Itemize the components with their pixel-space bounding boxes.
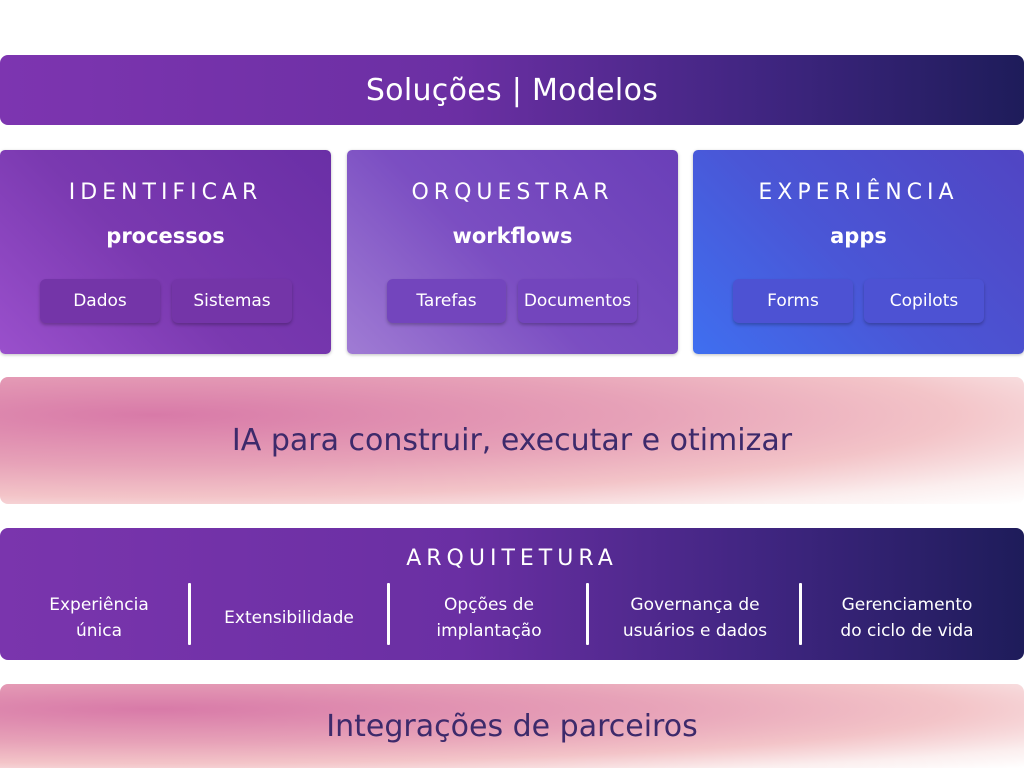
arch-divider [387, 583, 390, 645]
arch-item-line: Governança de [630, 595, 760, 615]
card-identificar: IDENTIFICAR processos Dados Sistemas [0, 150, 331, 354]
arch-item-line: do ciclo de vida [840, 621, 974, 641]
arch-divider [586, 583, 589, 645]
card-orquestrar-sub: workflows [452, 224, 573, 248]
arch-item-extensibilidade: Extensibilidade [200, 590, 378, 646]
chip-documentos: Documentos [518, 279, 637, 323]
card-orquestrar-kicker: ORQUESTRAR [411, 180, 614, 205]
chip-tarefas: Tarefas [387, 279, 506, 323]
arch-item-line: usuários e dados [622, 621, 768, 641]
arch-item-line: Experiência [49, 595, 149, 615]
solutions-models-band: Soluções | Modelos [0, 55, 1024, 125]
arch-item-line: Extensibilidade [224, 608, 354, 628]
arch-item-governanca: Governança de usuários e dados [598, 590, 792, 646]
arch-item-experiencia: Experiência única [20, 590, 178, 646]
card-experiencia-sub: apps [830, 224, 887, 248]
card-experiencia-kicker: EXPERIÊNCIA [758, 180, 959, 205]
arch-divider [188, 583, 191, 645]
chip-copilots: Copilots [864, 279, 984, 323]
ai-band-label: IA para construir, executar e otimizar [231, 423, 793, 458]
arch-item-line: Opções de [444, 595, 534, 615]
card-identificar-kicker: IDENTIFICAR [68, 180, 263, 205]
arch-divider [799, 583, 802, 645]
arch-item-line: Gerenciamento [841, 595, 973, 615]
chip-forms: Forms [733, 279, 853, 323]
arch-item-line: única [75, 621, 123, 641]
ai-band: IA para construir, executar e otimizar [0, 377, 1024, 504]
card-experiencia: EXPERIÊNCIA apps Forms Copilots [693, 150, 1024, 354]
arch-item-line: implantação [436, 621, 542, 641]
architecture-heading: ARQUITETURA [406, 546, 618, 571]
card-orquestrar: ORQUESTRAR workflows Tarefas Documentos [347, 150, 678, 354]
partners-band: Integrações de parceiros [0, 684, 1024, 768]
chip-sistemas: Sistemas [172, 279, 292, 323]
arch-item-ciclo-de-vida: Gerenciamento do ciclo de vida [810, 590, 1004, 646]
arch-item-implantacao: Opções de implantação [398, 590, 580, 646]
partners-band-label: Integrações de parceiros [326, 708, 698, 744]
chip-dados: Dados [40, 279, 160, 323]
card-identificar-sub: processos [106, 224, 225, 248]
architecture-band: ARQUITETURA Experiência única Extensibil… [0, 528, 1024, 660]
solutions-models-title: Soluções | Modelos [365, 72, 659, 108]
